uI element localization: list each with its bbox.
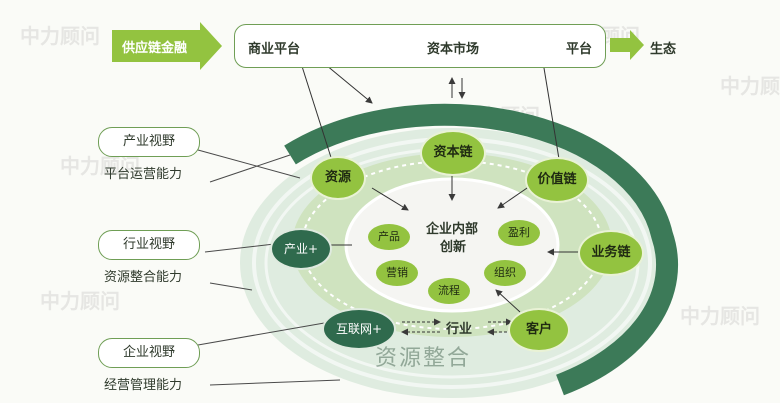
platform-label: 平台 [566,42,593,57]
watermark: 中力顾问 [680,304,760,328]
core-item-process: 流程 [428,278,470,304]
node-industry-plus: 产业+ [270,228,332,270]
commercial-platform-label: 商业平台 [248,42,301,57]
core-title-line1: 企业内部 [426,222,479,237]
sector-vision-box: 行业视野 [98,230,200,260]
enterprise-vision-box: 企业视野 [98,338,200,368]
supply-chain-finance-label: 供应链金融 [122,41,188,56]
platform-operation-capability: 平台运营能力 [104,167,183,182]
node-capital-chain: 资本链 [420,130,486,176]
watermark: 中力顾问 [20,24,100,48]
core-item-profit: 盈利 [498,220,540,246]
node-industry: 行业 [446,322,473,337]
industry-vision-box: 产业视野 [98,127,200,157]
enterprise-vision-title: 企业视野 [122,345,175,360]
ecology-label: 生态 [650,42,677,57]
core-title-line2: 创新 [440,240,467,255]
resource-integration-ring-text: 资源整合 [375,346,472,371]
core-item-organization: 组织 [484,260,526,286]
core-item-marketing: 营销 [376,260,418,286]
top-bar-box [234,24,606,68]
supply-chain-arrow-shape [112,22,222,70]
sector-vision-title: 行业视野 [122,237,175,252]
platform-arrow-shape [610,30,644,60]
node-value-chain: 价值链 [525,157,589,203]
node-business-chain: 业务链 [578,230,644,276]
business-management-capability: 经营管理能力 [104,378,183,393]
industry-vision-title: 产业视野 [122,134,175,149]
watermark: 中力顾问 [60,154,140,178]
node-internet-plus: 互联网+ [322,308,396,350]
core-item-product: 产品 [368,224,410,250]
outer-dark-arc [284,103,679,396]
resource-integration-capability: 资源整合能力 [104,270,183,285]
node-resources: 资源 [310,156,366,200]
node-customer: 客户 [508,308,570,352]
watermark: 中力顾问 [40,289,120,313]
capital-market-label: 资本市场 [427,42,480,57]
watermark: 中力顾问 [720,74,780,98]
